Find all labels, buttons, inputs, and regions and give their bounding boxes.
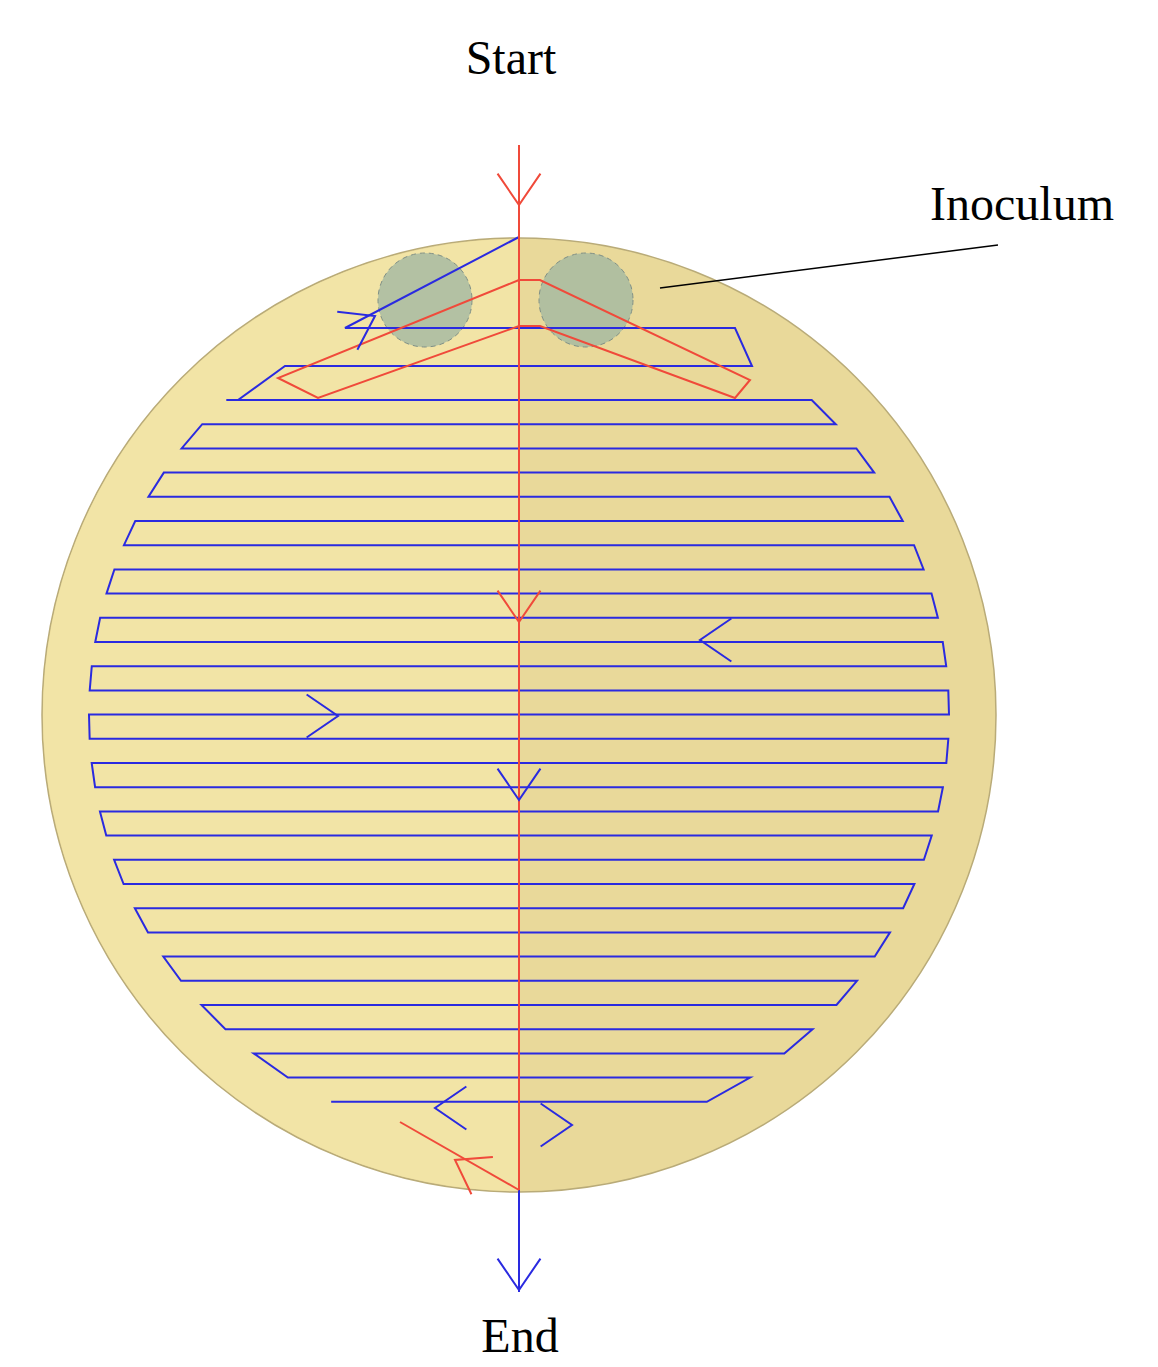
endpoint-label: End — [481, 1310, 558, 1363]
direction-arrow — [498, 769, 541, 800]
direction-arrow — [455, 1157, 493, 1194]
direction-arrows — [307, 174, 732, 1290]
inoculum-spot — [539, 253, 633, 347]
red-path — [278, 145, 750, 1190]
inoculum-spot — [378, 253, 472, 347]
direction-arrow — [498, 1259, 541, 1290]
endpoint-label: Start — [466, 32, 557, 85]
center-line-red — [518, 145, 520, 1190]
direction-arrow — [498, 174, 541, 205]
direction-arrow — [337, 312, 375, 350]
direction-arrow — [435, 1087, 466, 1130]
red-return-path — [400, 1122, 519, 1190]
direction-arrow — [700, 619, 731, 662]
direction-arrow — [498, 591, 541, 622]
direction-arrow — [541, 1104, 572, 1147]
direction-arrow — [307, 695, 338, 738]
leader-line — [660, 245, 998, 288]
red-chevron-path — [278, 280, 750, 398]
callout-label: Inoculum — [930, 178, 1114, 231]
